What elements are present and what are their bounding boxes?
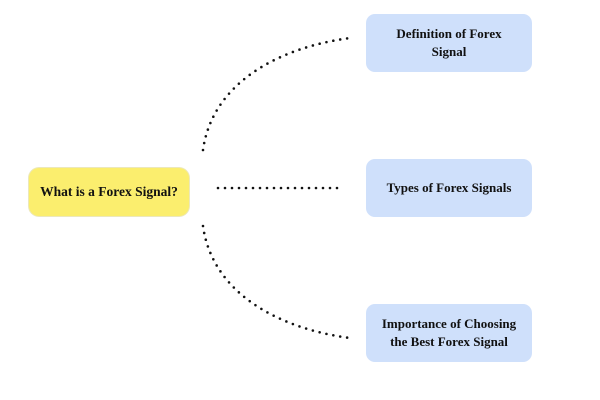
branch-node-importance: Importance of Choosing the Best Forex Si… (366, 304, 532, 362)
branch-label-definition: Definition of Forex Signal (396, 26, 502, 59)
branch-label-types: Types of Forex Signals (386, 180, 512, 195)
connector-to-definition (201, 36, 352, 152)
connector-to-importance (201, 224, 352, 340)
branch-node-definition: Definition of Forex Signal (366, 14, 532, 72)
branch-node-types: Types of Forex Signals (366, 159, 532, 217)
central-topic-node: What is a Forex Signal? (29, 168, 189, 216)
central-topic-label: What is a Forex Signal? (40, 184, 178, 199)
branch-label-importance: Importance of Choosing the Best Forex Si… (381, 316, 517, 349)
